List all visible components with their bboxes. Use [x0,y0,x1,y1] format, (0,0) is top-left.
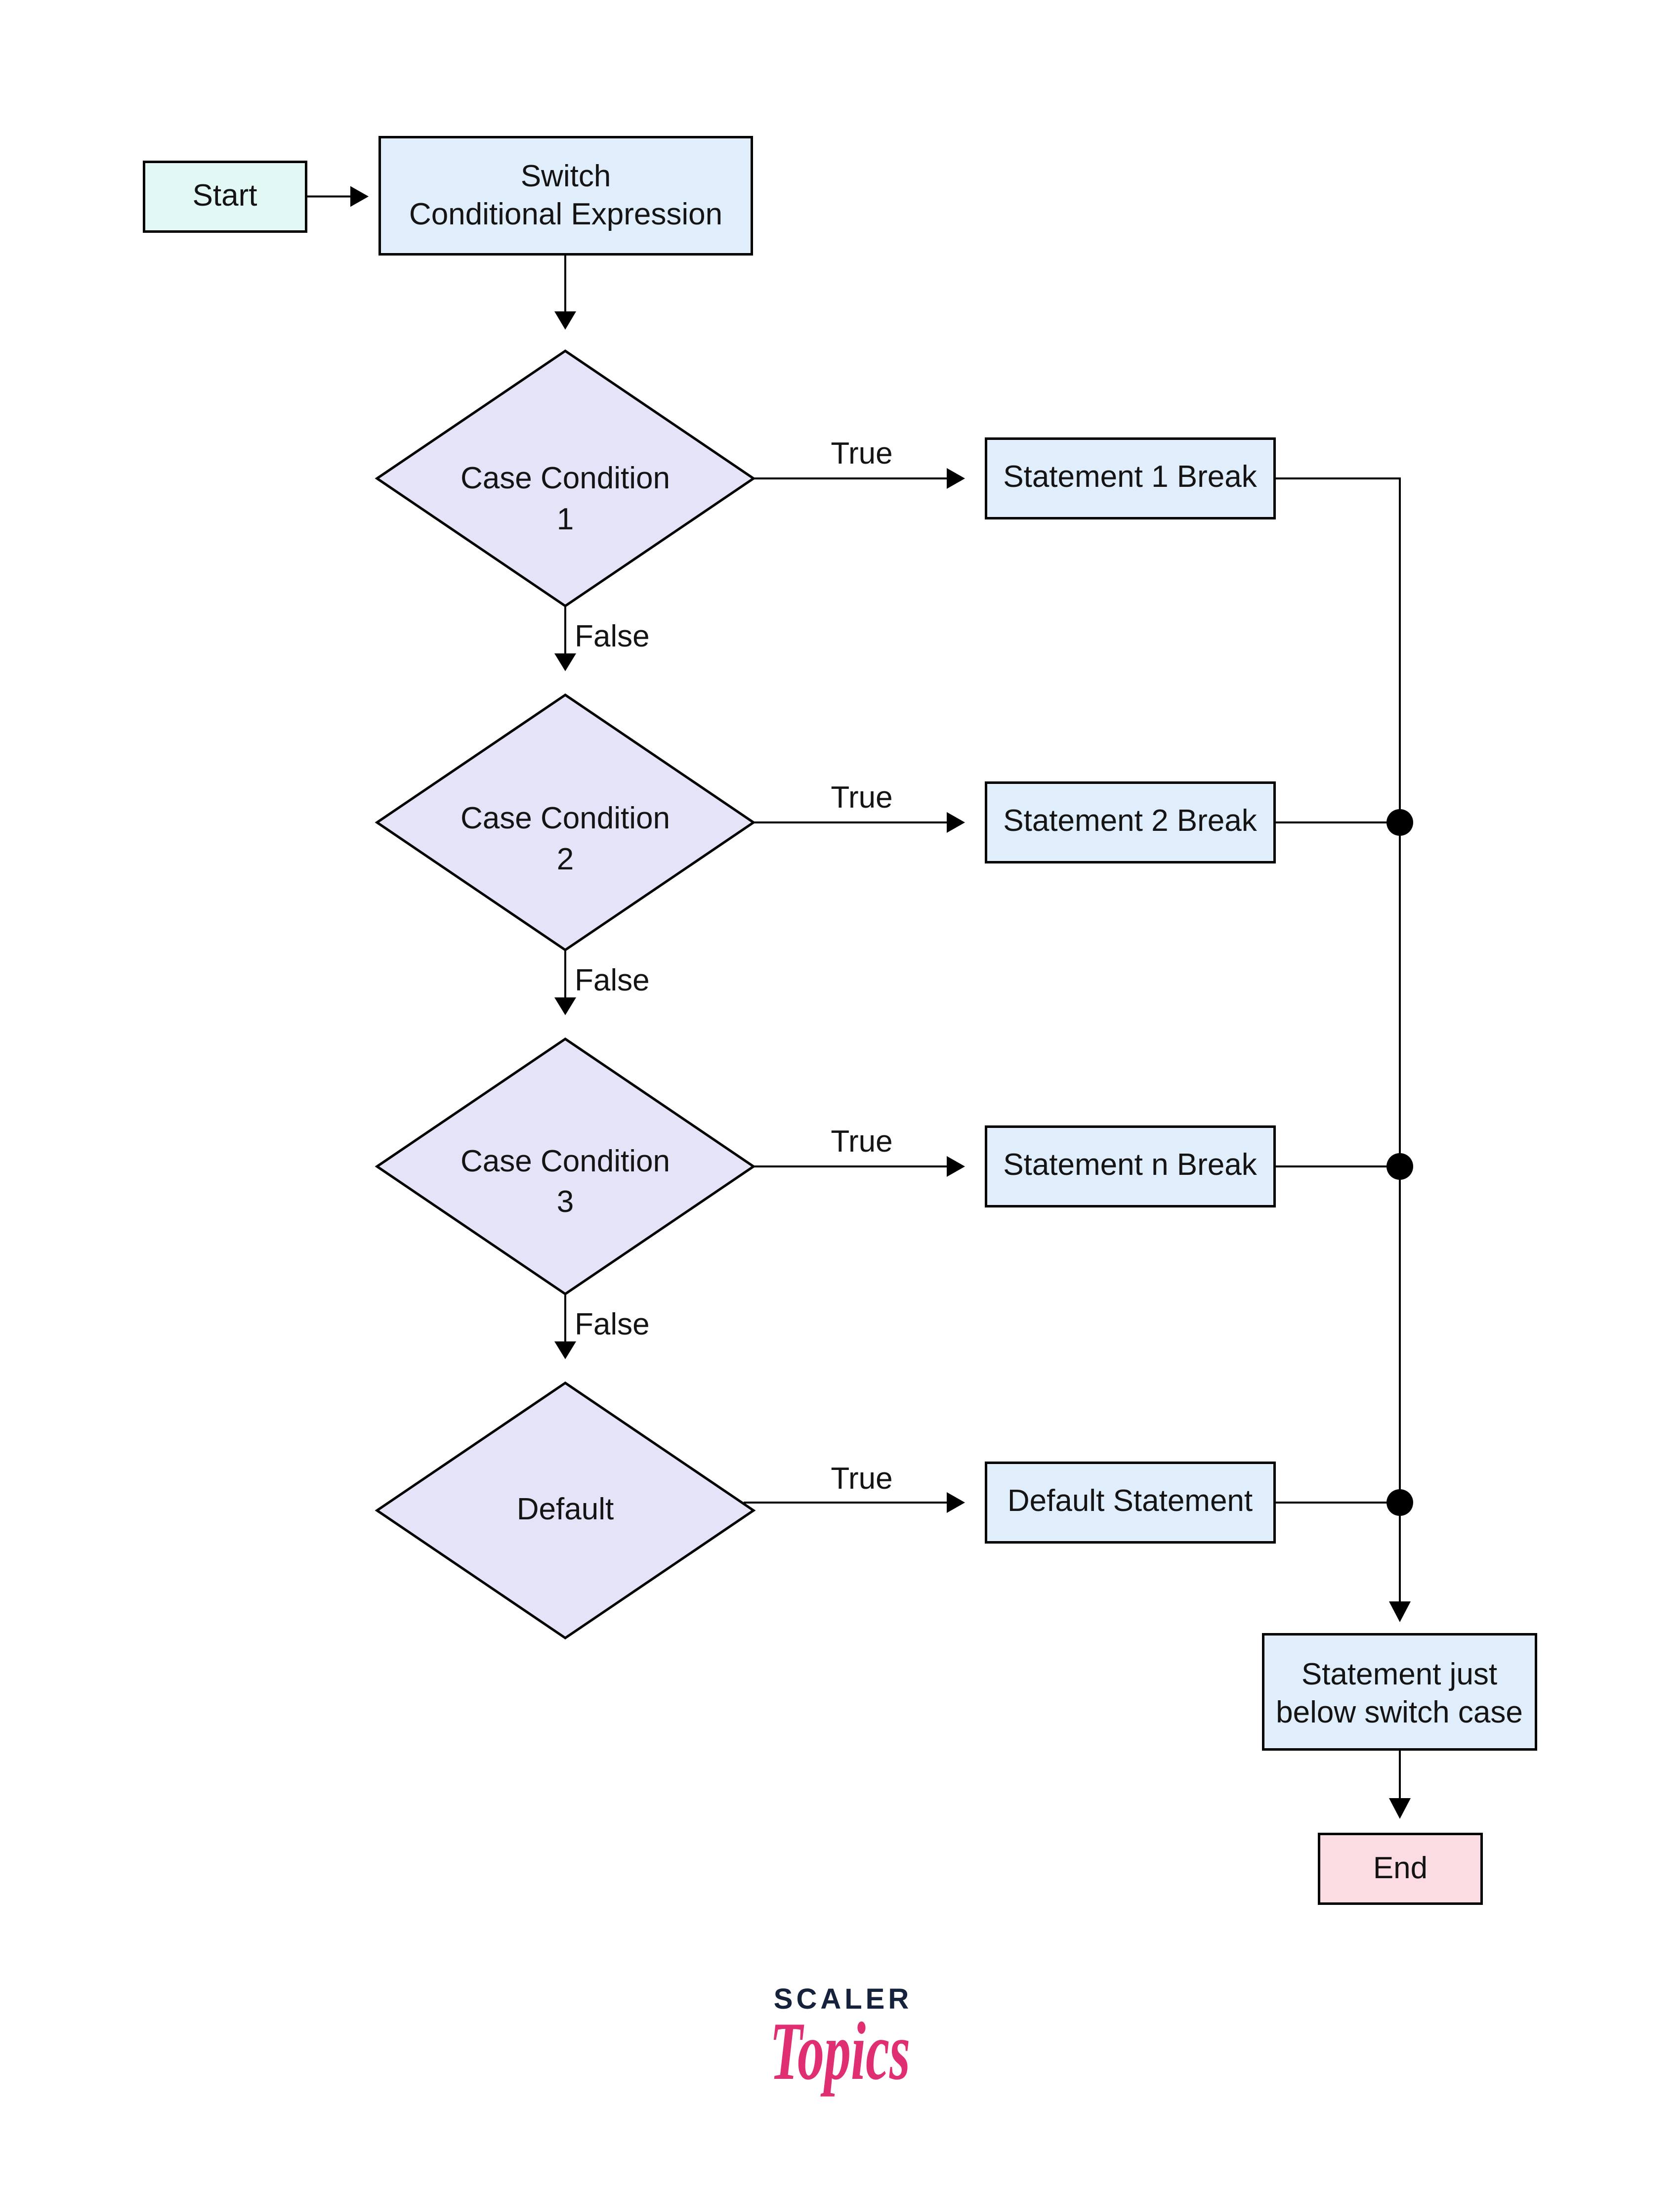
svg-text:Conditional Expression: Conditional Expression [409,197,722,231]
svg-text:Statement 1 Break: Statement 1 Break [1003,460,1257,494]
svg-text:3: 3 [557,1185,574,1219]
svg-text:Case Condition: Case Condition [461,1144,670,1178]
svg-text:below switch case: below switch case [1276,1695,1523,1729]
svg-text:True: True [831,780,892,815]
svg-text:True: True [831,436,892,471]
svg-text:SCALER: SCALER [774,1983,912,2015]
svg-text:Default Statement: Default Statement [1008,1484,1253,1518]
svg-text:Case Condition: Case Condition [461,801,670,835]
svg-text:Statement n Break: Statement n Break [1003,1148,1257,1182]
svg-text:Case Condition: Case Condition [461,461,670,495]
svg-text:Switch: Switch [521,159,611,193]
svg-text:Start: Start [193,178,257,213]
svg-text:True: True [831,1124,892,1159]
svg-text:True: True [831,1462,892,1496]
svg-text:1: 1 [557,502,574,536]
svg-text:Topics: Topics [770,2005,910,2097]
svg-text:False: False [575,1307,650,1341]
svg-text:Default: Default [517,1492,614,1526]
svg-text:False: False [575,963,650,997]
svg-text:End: End [1373,1851,1428,1885]
svg-text:2: 2 [557,842,574,876]
svg-text:Statement just: Statement just [1302,1657,1497,1691]
svg-text:Statement 2 Break: Statement 2 Break [1003,804,1257,838]
svg-text:False: False [575,619,650,653]
